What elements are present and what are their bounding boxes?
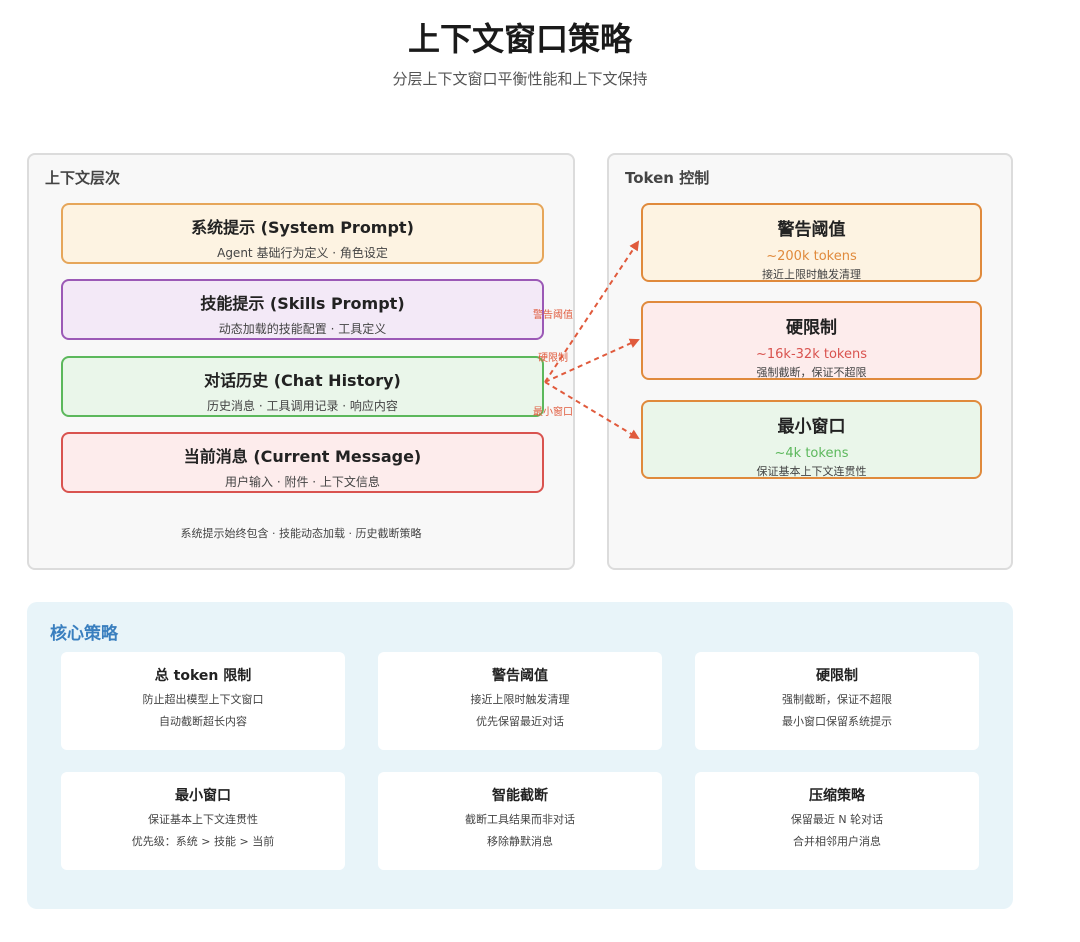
token-box-min-window: 最小窗口 ~4k tokens 保证基本上下文连贯性	[641, 400, 982, 479]
strategy-card-title: 压缩策略	[809, 788, 865, 804]
layer-chat-history-desc: 历史消息 · 工具调用记录 · 响应内容	[207, 399, 398, 413]
strategy-card-line: 截断工具结果而非对话	[465, 813, 575, 826]
page-subtitle: 分层上下文窗口平衡性能和上下文保持	[392, 70, 648, 88]
strategy-card-compression: 压缩策略 保留最近 N 轮对话 合并相邻用户消息	[695, 772, 979, 870]
strategy-card-line: 防止超出模型上下文窗口	[142, 693, 264, 706]
layer-chat-history: 对话历史 (Chat History) 历史消息 · 工具调用记录 · 响应内容	[61, 356, 544, 417]
token-control-panel: Token 控制 警告阈值 ~200k tokens 接近上限时触发清理 硬限制…	[607, 153, 1013, 570]
layer-chat-history-title: 对话历史 (Chat History)	[204, 371, 401, 390]
token-box-hard-limit: 硬限制 ~16k-32k tokens 强制截断，保证不超限	[641, 301, 982, 380]
context-layers-note: 系统提示始终包含 · 技能动态加载 · 历史截断策略	[180, 527, 422, 540]
strategy-card-line: 合并相邻用户消息	[793, 835, 881, 848]
min-window-desc: 保证基本上下文连贯性	[756, 465, 867, 478]
strategy-card-line: 保证基本上下文连贯性	[148, 813, 258, 826]
layer-current-message-desc: 用户输入 · 附件 · 上下文信息	[225, 475, 380, 489]
min-window-value: ~4k tokens	[774, 446, 849, 461]
layer-current-message-title: 当前消息 (Current Message)	[183, 447, 422, 466]
layer-skills-prompt-title: 技能提示 (Skills Prompt)	[200, 294, 405, 313]
strategy-card-title: 硬限制	[816, 668, 858, 684]
warning-threshold-title: 警告阈值	[777, 220, 846, 240]
strategy-card-line: 接近上限时触发清理	[470, 693, 570, 706]
core-strategy-panel: 核心策略 总 token 限制 防止超出模型上下文窗口 自动截断超长内容 警告阈…	[27, 602, 1013, 909]
strategy-card-total-token-limit: 总 token 限制 防止超出模型上下文窗口 自动截断超长内容	[61, 652, 345, 750]
strategy-card-line: 优先保留最近对话	[476, 715, 564, 728]
strategy-card-line: 自动截断超长内容	[159, 715, 247, 728]
strategy-card-line: 优先级：系统 > 技能 > 当前	[131, 835, 275, 848]
strategy-card-smart-truncation: 智能截断 截断工具结果而非对话 移除静默消息	[378, 772, 662, 870]
layer-current-message: 当前消息 (Current Message) 用户输入 · 附件 · 上下文信息	[61, 432, 544, 493]
strategy-card-title: 最小窗口	[175, 788, 231, 804]
strategy-card-title: 总 token 限制	[154, 668, 252, 684]
hard-limit-desc: 强制截断，保证不超限	[756, 366, 867, 379]
context-layers-panel: 上下文层次 系统提示 (System Prompt) Agent 基础行为定义 …	[27, 153, 575, 570]
strategy-card-hard-limit: 硬限制 强制截断，保证不超限 最小窗口保留系统提示	[695, 652, 979, 750]
layer-system-prompt-title: 系统提示 (System Prompt)	[191, 218, 414, 237]
strategy-card-line: 移除静默消息	[487, 835, 553, 848]
hard-limit-value: ~16k-32k tokens	[756, 347, 867, 362]
min-window-title: 最小窗口	[777, 417, 846, 437]
strategy-card-line: 保留最近 N 轮对话	[790, 813, 884, 826]
token-control-title: Token 控制	[625, 169, 710, 187]
strategy-card-line: 最小窗口保留系统提示	[782, 715, 892, 728]
hard-limit-title: 硬限制	[786, 318, 837, 338]
token-box-warning-threshold: 警告阈值 ~200k tokens 接近上限时触发清理	[641, 203, 982, 282]
layer-skills-prompt: 技能提示 (Skills Prompt) 动态加载的技能配置 · 工具定义	[61, 279, 544, 340]
strategy-card-title: 智能截断	[492, 788, 548, 804]
strategy-card-line: 强制截断，保证不超限	[782, 693, 892, 706]
layer-skills-prompt-desc: 动态加载的技能配置 · 工具定义	[218, 322, 387, 336]
strategy-card-warning-threshold: 警告阈值 接近上限时触发清理 优先保留最近对话	[378, 652, 662, 750]
layer-system-prompt: 系统提示 (System Prompt) Agent 基础行为定义 · 角色设定	[61, 203, 544, 264]
core-strategy-title: 核心策略	[50, 624, 118, 644]
warning-threshold-desc: 接近上限时触发清理	[762, 268, 861, 281]
page-title: 上下文窗口策略	[407, 20, 632, 58]
layer-system-prompt-desc: Agent 基础行为定义 · 角色设定	[217, 246, 388, 260]
strategy-card-min-window: 最小窗口 保证基本上下文连贯性 优先级：系统 > 技能 > 当前	[61, 772, 345, 870]
strategy-card-title: 警告阈值	[492, 668, 548, 684]
context-layers-title: 上下文层次	[45, 169, 121, 187]
warning-threshold-value: ~200k tokens	[766, 249, 857, 264]
